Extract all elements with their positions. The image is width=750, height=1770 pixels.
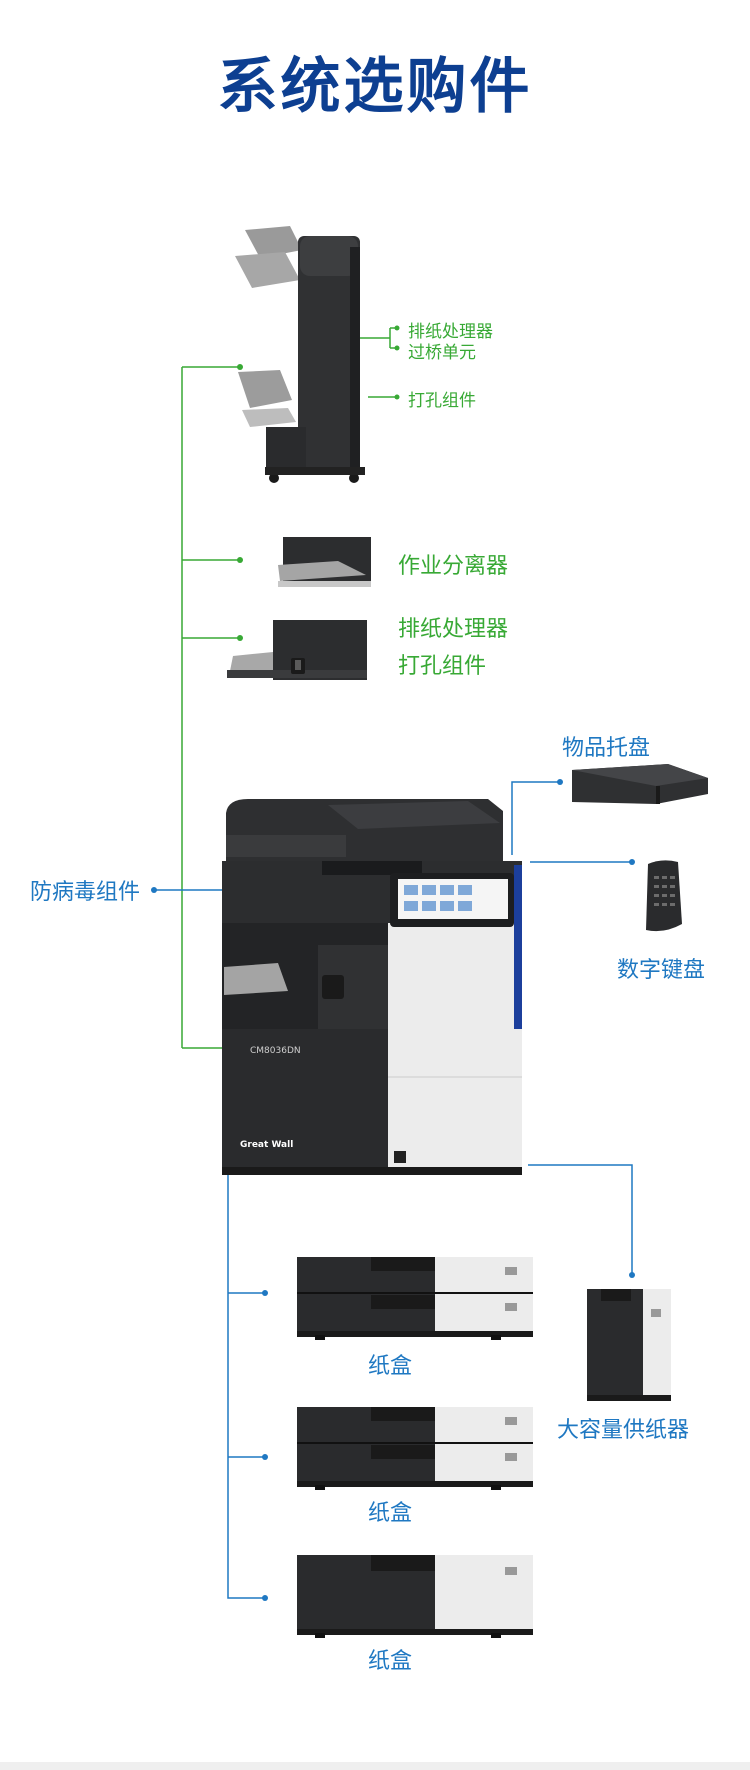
footer-strip bbox=[0, 1762, 750, 1770]
finisher-image bbox=[235, 226, 365, 483]
paper-tray-image-2 bbox=[297, 1407, 533, 1490]
inner-finisher-label-2: 打孔组件 bbox=[398, 654, 487, 679]
finisher-label-2: 过桥单元 bbox=[408, 343, 476, 363]
printer-brand: Great Wall bbox=[240, 1140, 294, 1150]
paper-tray-label-3: 纸盒 bbox=[368, 1649, 413, 1674]
lct-image bbox=[587, 1289, 671, 1401]
paper-tray-image-1 bbox=[297, 1257, 533, 1340]
printer-model: CM8036DN bbox=[250, 1046, 301, 1056]
inner-finisher-image bbox=[227, 620, 367, 680]
paper-tray-label-2: 纸盒 bbox=[368, 1501, 413, 1526]
printer-image bbox=[222, 799, 522, 1175]
work-table-image bbox=[572, 764, 708, 804]
job-separator-image bbox=[278, 537, 371, 587]
work-table-label: 物品托盘 bbox=[562, 736, 651, 761]
green-connectors bbox=[181, 327, 397, 1049]
page-title: 系统选购件 bbox=[217, 52, 533, 122]
lct-label: 大容量供纸器 bbox=[557, 1418, 690, 1443]
finisher-label-3: 打孔组件 bbox=[408, 391, 476, 411]
paper-tray-image-3 bbox=[297, 1555, 533, 1638]
keypad-label: 数字键盘 bbox=[617, 958, 706, 983]
keypad-image bbox=[646, 860, 682, 932]
antivirus-label: 防病毒组件 bbox=[30, 880, 141, 905]
finisher-label-1: 排纸处理器 bbox=[408, 322, 493, 342]
paper-tray-label-1: 纸盒 bbox=[368, 1354, 413, 1379]
blue-connectors bbox=[154, 781, 633, 1599]
inner-finisher-label-1: 排纸处理器 bbox=[398, 617, 509, 642]
job-separator-label: 作业分离器 bbox=[398, 554, 509, 579]
